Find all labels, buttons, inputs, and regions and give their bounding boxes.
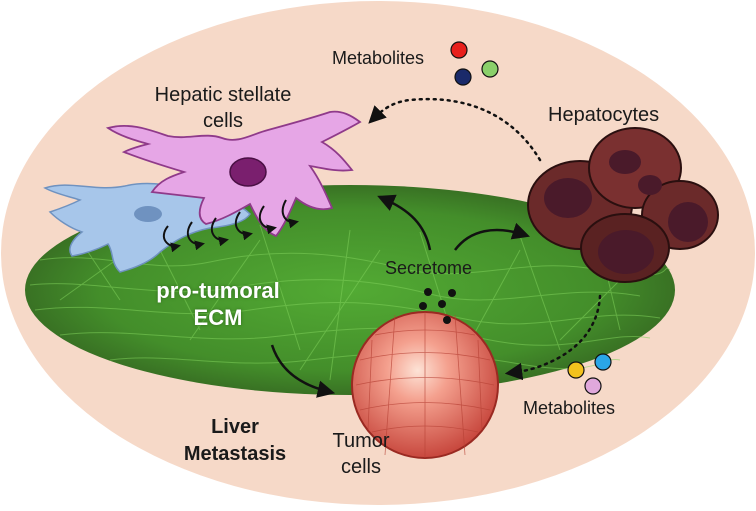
tumor-cell-sphere [351,311,499,459]
metabolites-bottom-group [567,353,612,395]
ecm-label-line1: pro-tumoral [156,278,280,303]
hepatic-stellate-label-line2: cells [202,110,243,132]
stellate-nucleus [229,157,267,187]
secretome-label: Secretome [385,258,473,278]
solid-arrows [270,194,530,398]
liver-metastasis-label-line1: Liver [211,416,259,438]
metabolite-lilac [584,377,602,395]
metabolites-top-label: Metabolites [332,48,425,68]
hepatocytes-cluster [527,127,719,283]
tumor-cells-label-line1: Tumor [332,430,390,452]
secretome-dots [419,288,456,324]
arrow-secretome-to-stellate [377,194,432,251]
metabolites-top-group [450,41,499,86]
liver-metastasis-label-line2: Metastasis [183,443,287,465]
metabolite-red [450,41,468,59]
hepatocytes-label: Hepatocytes [548,104,660,126]
hepatic-stellate-label-line1: Hepatic stellate [154,84,292,106]
dotted-arrows [368,97,602,381]
tumor-cells-label-line2: cells [340,456,381,478]
stellate-to-ecm-arrows [162,199,299,253]
arrow-hepatocytes-to-stellate [368,97,542,162]
metabolite-navy [454,68,472,86]
metabolite-cyan [594,353,612,371]
metabolite-yellow [567,361,585,379]
ecm-label-line2: ECM [193,305,243,330]
arrow-secretome-to-hepatocytes [454,222,530,251]
arrow-hepatocytes-to-tumor [504,294,602,381]
metabolite-green [481,60,499,78]
metabolites-bottom-label: Metabolites [523,398,616,418]
blue-cell-nucleus [134,206,162,222]
arrow-ecm-to-tumor [270,344,336,398]
